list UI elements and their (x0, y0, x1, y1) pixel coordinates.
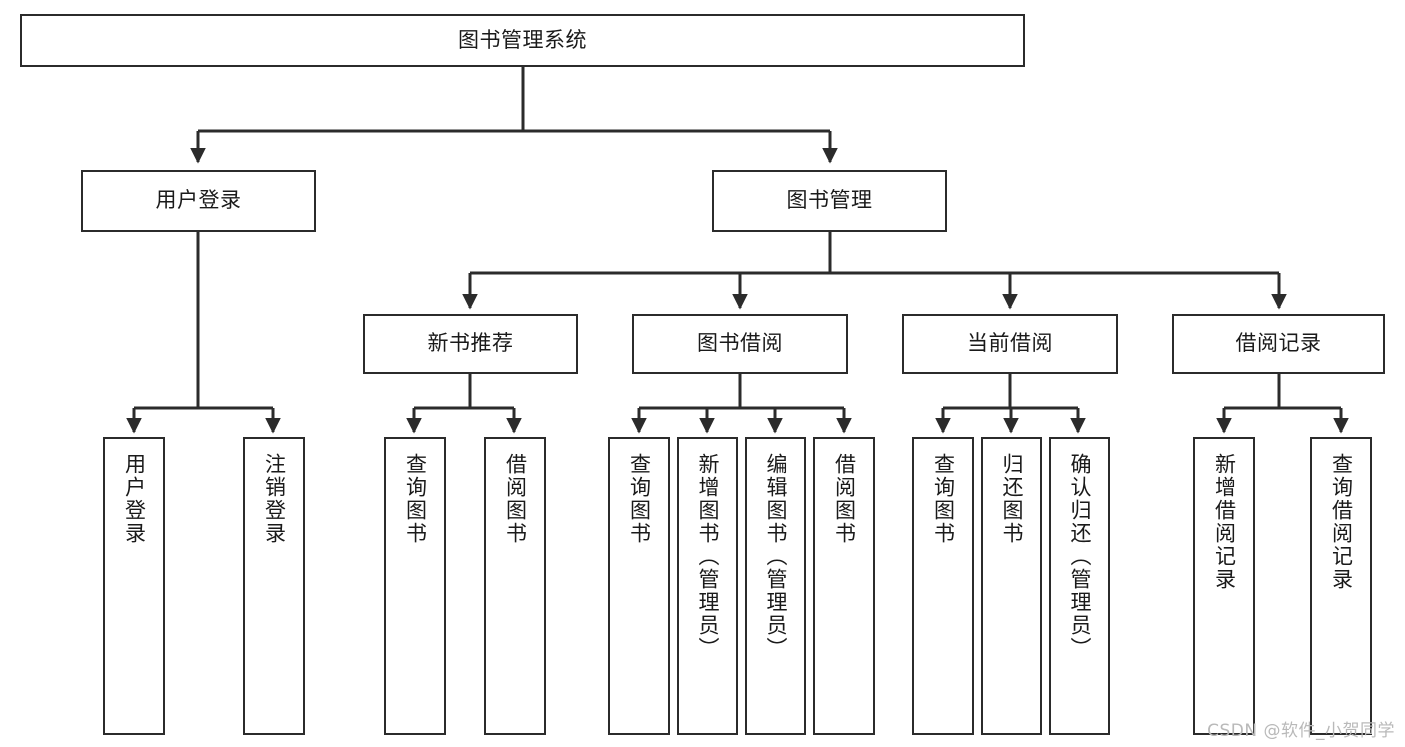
node-book-borrow-label: 图书借阅 (697, 331, 783, 356)
node-leaf-logout-label: 注销登录 (262, 453, 287, 545)
node-leaf-query-book-2[interactable]: 查询图书 (608, 437, 670, 735)
node-leaf-borrow-book-2-label: 借阅图书 (832, 453, 857, 545)
node-leaf-user-login-label: 用户登录 (122, 453, 147, 545)
node-root-label: 图书管理系统 (458, 27, 587, 52)
node-leaf-return-book-label: 归还图书 (1000, 453, 1024, 545)
node-new-book-rec-label: 新书推荐 (427, 331, 514, 356)
node-leaf-edit-book-label: 编辑图书（管理员） (764, 453, 788, 660)
node-leaf-query-book-1[interactable]: 查询图书 (384, 437, 446, 735)
node-root[interactable]: 图书管理系统 (20, 14, 1025, 67)
node-leaf-add-book[interactable]: 新增图书（管理员） (677, 437, 738, 735)
node-leaf-query-record-label: 查询借阅记录 (1329, 453, 1354, 591)
node-new-book-rec[interactable]: 新书推荐 (363, 314, 578, 374)
node-leaf-edit-book[interactable]: 编辑图书（管理员） (745, 437, 806, 735)
node-leaf-borrow-book-1[interactable]: 借阅图书 (484, 437, 546, 735)
node-leaf-query-book-1-label: 查询图书 (403, 453, 428, 545)
node-user-login[interactable]: 用户登录 (81, 170, 316, 232)
node-leaf-borrow-book-2[interactable]: 借阅图书 (813, 437, 875, 735)
node-book-manage[interactable]: 图书管理 (712, 170, 947, 232)
node-current-borrow-label: 当前借阅 (967, 331, 1053, 356)
node-leaf-return-book[interactable]: 归还图书 (981, 437, 1042, 735)
node-leaf-confirm-return-label: 确认归还（管理员） (1068, 453, 1092, 660)
node-leaf-add-record[interactable]: 新增借阅记录 (1193, 437, 1255, 735)
node-leaf-query-book-3[interactable]: 查询图书 (912, 437, 974, 735)
node-user-login-label: 用户登录 (155, 188, 242, 213)
node-leaf-add-record-label: 新增借阅记录 (1212, 453, 1237, 591)
node-leaf-user-login[interactable]: 用户登录 (103, 437, 165, 735)
node-leaf-logout[interactable]: 注销登录 (243, 437, 305, 735)
node-borrow-record[interactable]: 借阅记录 (1172, 314, 1385, 374)
node-borrow-record-label: 借阅记录 (1235, 331, 1322, 356)
node-book-manage-label: 图书管理 (786, 188, 873, 213)
node-leaf-query-book-3-label: 查询图书 (931, 453, 956, 545)
node-leaf-query-record[interactable]: 查询借阅记录 (1310, 437, 1372, 735)
node-leaf-query-book-2-label: 查询图书 (627, 453, 652, 545)
node-leaf-add-book-label: 新增图书（管理员） (696, 453, 720, 660)
node-leaf-confirm-return[interactable]: 确认归还（管理员） (1049, 437, 1110, 735)
node-current-borrow[interactable]: 当前借阅 (902, 314, 1118, 374)
node-book-borrow[interactable]: 图书借阅 (632, 314, 848, 374)
watermark-text: CSDN @软件_小贺同学 (1207, 721, 1395, 741)
node-leaf-borrow-book-1-label: 借阅图书 (503, 453, 528, 545)
